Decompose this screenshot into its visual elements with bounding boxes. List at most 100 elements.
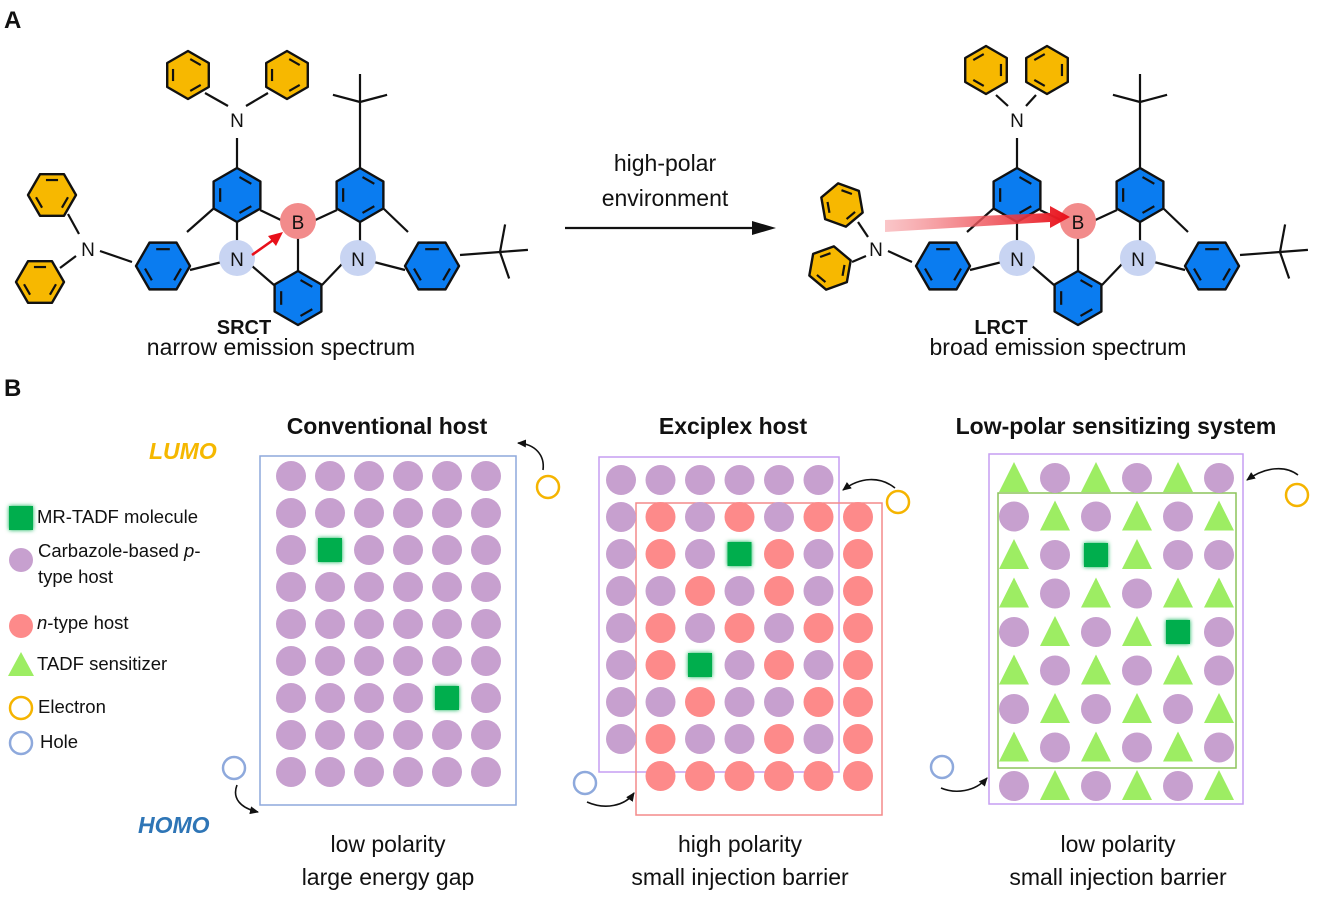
double-bond [841,264,846,277]
n-type-host-molecule [764,650,794,680]
p-type-host-molecule [315,757,345,787]
p-type-host-molecule [471,720,501,750]
legend-label: TADF sensitizer [37,653,167,674]
p-type-host-molecule [803,724,834,754]
p-type-host-molecule [1163,771,1193,801]
tadf-sensitizer-molecule [1163,462,1193,492]
p-type-host-molecule [276,646,306,676]
n-type-host-molecule [645,724,676,754]
p-type-host-molecule [606,502,636,532]
p-type-host-molecule [354,720,384,750]
p-type-host-molecule [1081,694,1111,724]
lumo-label: LUMO [149,438,217,464]
p-type-host-molecule [724,724,755,754]
bond [251,265,275,286]
p-type-host-molecule [393,720,423,750]
mr-tadf-molecule [1084,543,1108,567]
p-type-host-molecule [606,650,636,680]
p-type-host-molecule [999,617,1029,647]
n-type-host-molecule [843,687,873,717]
exciplex-caption-line2: small injection barrier [631,864,849,890]
p-type-host-molecule [471,461,501,491]
p-type-host-molecule [1081,771,1111,801]
double-bond [924,267,933,281]
p-type-host-molecule [685,465,715,495]
legend-label: Carbazole-based p- [38,540,201,561]
tadf-sensitizer-molecule [1081,462,1111,492]
p-type-host-molecule [432,646,462,676]
exciplex-host-grid [606,465,873,791]
tadf-sensitizer-molecule [1040,693,1070,723]
p-type-host-molecule [685,502,715,532]
bond [1112,93,1141,104]
p-type-host-molecule [1122,655,1152,686]
bond [498,224,507,253]
double-bond [144,267,153,281]
double-bond [819,252,831,259]
p-type-host-molecule [354,572,384,602]
p-type-host-molecule [685,613,715,643]
bond [1153,260,1186,272]
bond [186,208,214,233]
electron-injection-arrow [1246,467,1299,481]
double-bond [1222,267,1231,281]
p-type-host-molecule [315,683,345,713]
legend-item-mr-tadf: MR-TADF molecule [9,506,198,530]
p-type-host-molecule [393,609,423,639]
lrct-label: LRCT [974,317,1027,339]
p-type-host-molecule [354,461,384,491]
p-type-host-molecule [1204,732,1234,763]
n-type-host-molecule [764,576,794,606]
n-type-host-molecule [803,761,834,791]
p-type-host-molecule [1163,540,1193,570]
conventional-caption-line1: low polarity [330,831,446,857]
bond [1278,224,1287,253]
tadf-sensitizer-molecule [999,654,1029,685]
panel-a-letter: A [4,7,21,34]
legend-label: MR-TADF molecule [37,506,198,527]
n-type-host-molecule [843,724,873,754]
bond [245,92,269,107]
bond [1139,93,1168,104]
p-type-host-molecule [276,498,306,528]
n-type-host-molecule [843,650,873,680]
double-bond [1141,205,1155,214]
double-bond [816,274,827,283]
p-type-host-molecule [315,461,345,491]
double-bond [953,267,962,281]
p-type-host-molecule [471,683,501,713]
p-type-host-molecule [471,572,501,602]
n-type-host-molecule [843,539,873,569]
n-type-host-molecule [685,761,715,791]
p-type-host-molecule [724,576,755,606]
legend-item-n-host: n-type host [9,612,129,638]
hole-ring-icon [929,754,955,780]
double-bond [288,58,301,67]
n-type-host-molecule [843,576,873,606]
p-type-host-molecule [471,646,501,676]
legend-item-hole: Hole [8,730,78,756]
p-type-host-molecule [432,720,462,750]
double-bond [173,267,182,281]
boron-atom: B [1072,213,1085,234]
p-type-host-molecule [315,720,345,750]
tadf-sensitizer-molecule [999,462,1029,492]
p-type-host-molecule [432,572,462,602]
p-type-host-molecule [764,613,794,643]
p-type-host-molecule [393,683,423,713]
legend: MR-TADF molecule Carbazole-based p- type… [8,506,201,756]
double-bond [48,283,57,296]
p-type-host-molecule [606,613,636,643]
p-type-host-molecule [471,535,501,565]
double-bond [361,176,375,185]
n-type-host-molecule [803,613,834,643]
p-type-host-molecule [606,539,636,569]
p-type-host-molecule [276,535,306,565]
conventional-carriers [221,439,561,815]
double-bond [60,196,69,209]
hole-ring-icon [572,770,598,796]
nitrogen-atom: N [1010,250,1024,271]
bond [499,248,529,254]
arrow-label-line2: environment [602,185,729,211]
